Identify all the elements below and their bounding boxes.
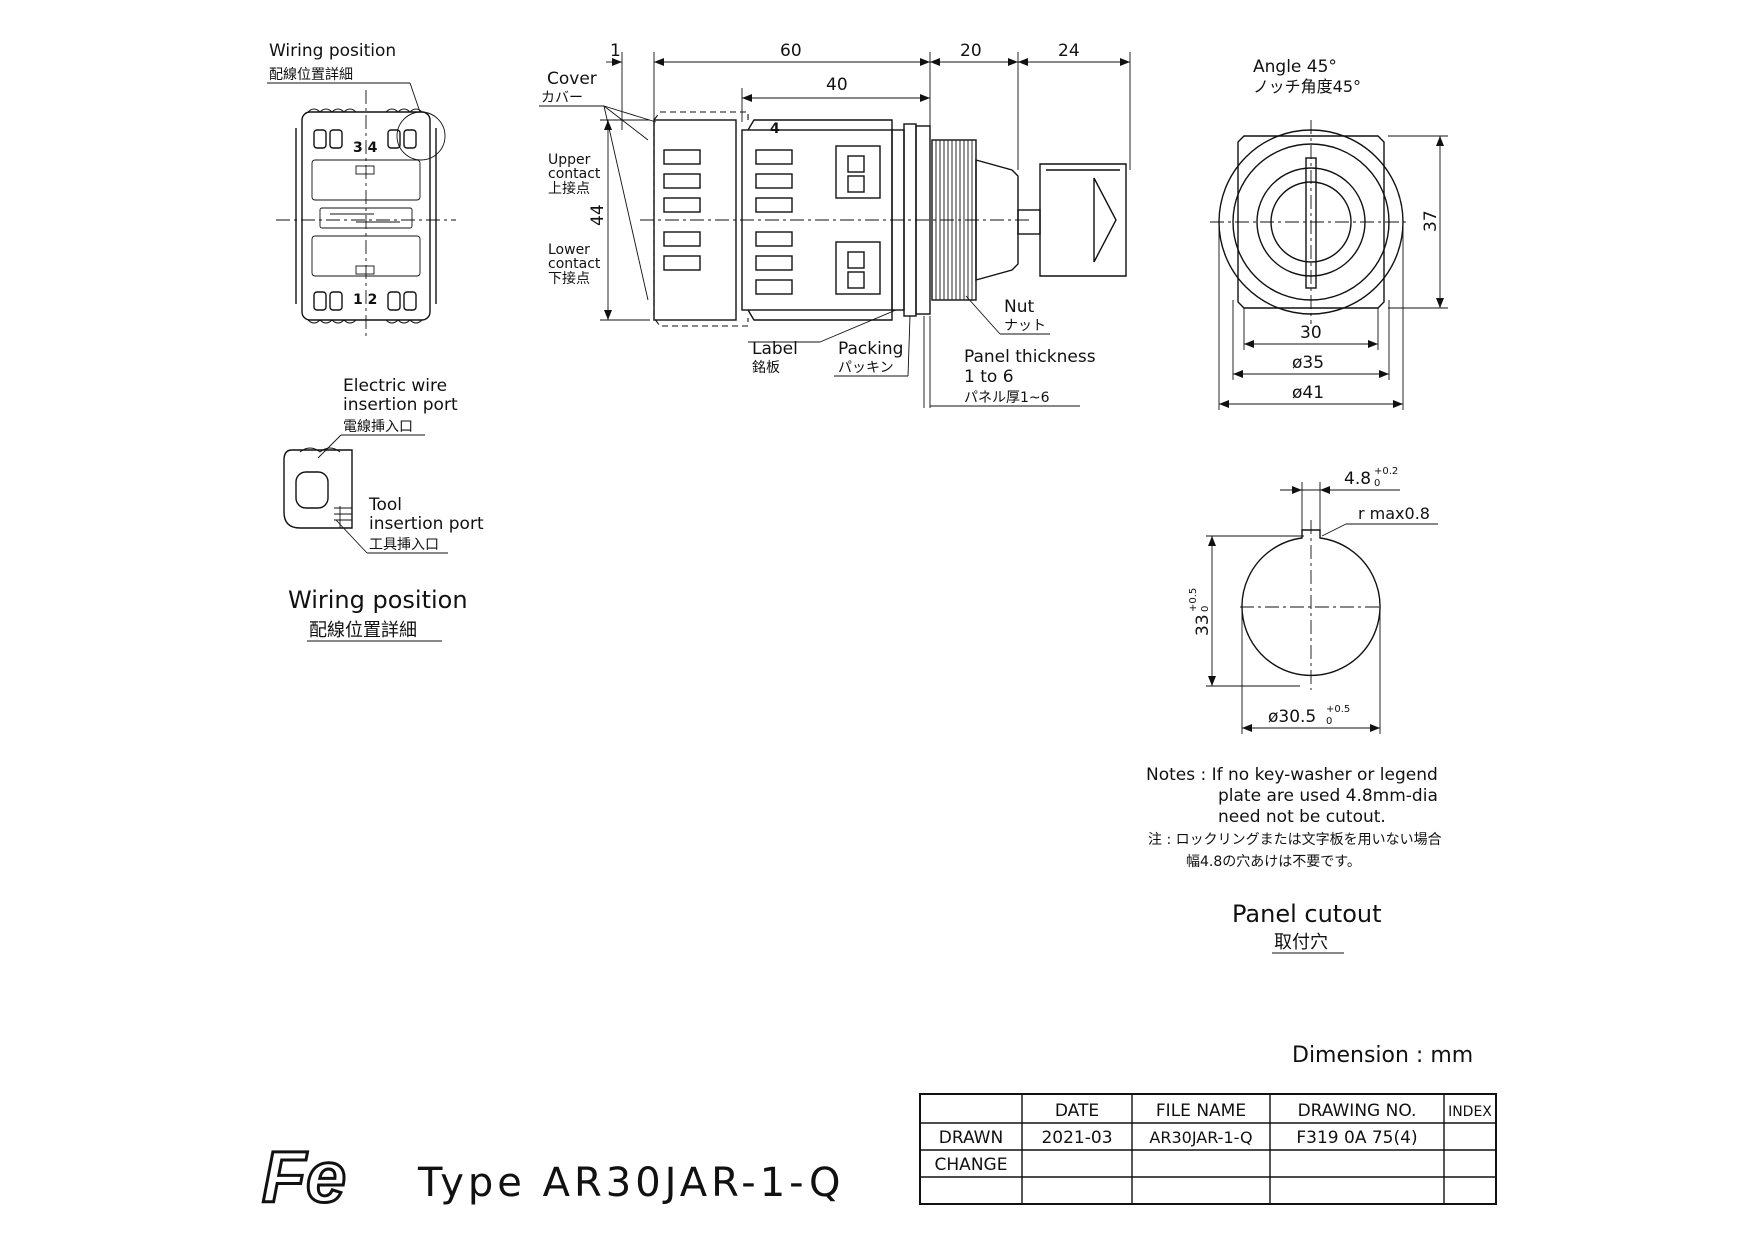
top-scallops xyxy=(307,108,423,113)
key-head xyxy=(1039,163,1127,277)
notes-en-1: Notes : If no key-washer or legend xyxy=(1146,765,1438,785)
tool-port-label-2: insertion port xyxy=(369,514,484,534)
header-index: INDEX xyxy=(1448,1104,1492,1120)
terminal-12-label: 1 2 xyxy=(353,292,377,308)
angle-label-jp: ノッチ角度45° xyxy=(1253,77,1361,96)
dim-4-8: 4.8 xyxy=(1344,469,1371,489)
terminal-34-label: 3 4 xyxy=(353,140,378,156)
row-drawn-date: 2021-03 xyxy=(1041,1128,1112,1148)
electric-wire-label-2: insertion port xyxy=(343,395,458,415)
dim-20: 20 xyxy=(960,41,982,61)
header-date: DATE xyxy=(1055,1101,1099,1121)
notes-en-2: plate are used 4.8mm-dia xyxy=(1218,786,1438,806)
side-view: 1 60 40 20 24 44 xyxy=(539,41,1131,408)
panel-thickness-label-jp: パネル厚1~6 xyxy=(964,390,1050,406)
dim-1: 1 xyxy=(610,41,621,61)
electric-wire-label-jp: 電線挿入口 xyxy=(343,419,413,435)
label-plate-en: Label xyxy=(752,339,798,359)
packing-label-en: Packing xyxy=(838,339,903,359)
dim-41: ø41 xyxy=(1292,383,1324,403)
dimension-unit: Dimension : mm xyxy=(1292,1043,1473,1068)
row-drawn-drawing-no: F319 0A 75(4) xyxy=(1296,1128,1417,1148)
tool-port-hole xyxy=(295,471,329,509)
dim-33-tol-lo: 0 xyxy=(1200,606,1211,612)
packing-label-jp: パッキン xyxy=(838,360,894,376)
angle-label-en: Angle 45° xyxy=(1253,57,1337,77)
panel-cutout-view: 4.8 +0.2 0 r max0.8 33 +0.5 0 ø30.5 +0.5… xyxy=(1188,466,1438,734)
header-file-name: FILE NAME xyxy=(1156,1101,1246,1121)
title-block: DATE FILE NAME DRAWING NO. INDEX DRAWN 2… xyxy=(919,1093,1497,1205)
notes-jp-2: 幅4.8の穴あけは不要です。 xyxy=(1186,854,1361,870)
panel-cutout-caption-jp: 取付穴 xyxy=(1274,932,1328,953)
notes-jp-1: 注 : ロックリングまたは文字板を用いない場合 xyxy=(1148,832,1442,848)
notes: Notes : If no key-washer or legend plate… xyxy=(1146,765,1442,870)
wiring-detail-label-jp: 配線位置詳細 xyxy=(269,67,353,83)
upper-contact-label-1: Upper xyxy=(548,152,591,168)
notes-en-3: need not be cutout. xyxy=(1218,807,1386,827)
row-drawn-label: DRAWN xyxy=(939,1128,1003,1148)
upper-terminal xyxy=(835,145,881,199)
wiring-caption-en: Wiring position xyxy=(288,586,468,614)
header-drawing-no: DRAWING NO. xyxy=(1298,1101,1417,1121)
bezel xyxy=(975,159,1019,281)
logo-text: Fe xyxy=(262,1138,346,1218)
nut-label-en: Nut xyxy=(1004,297,1034,317)
dim-4-8-tol-lo: 0 xyxy=(1374,478,1380,489)
dim-r-max: r max0.8 xyxy=(1358,504,1430,523)
tool-port-label-1: Tool xyxy=(368,495,402,515)
electric-wire-label-1: Electric wire xyxy=(343,376,447,396)
dim-33: 33 xyxy=(1193,614,1213,636)
lower-contact-label-jp: 下接点 xyxy=(548,270,590,287)
row-drawn-file: AR30JAR-1-Q xyxy=(1149,1128,1252,1147)
dim-24: 24 xyxy=(1058,41,1080,61)
tool-port-label-jp: 工具挿入口 xyxy=(369,537,439,553)
dim-33-tol-up: +0.5 xyxy=(1188,588,1199,612)
dim-44: 44 xyxy=(588,204,608,226)
dim-35: ø35 xyxy=(1292,353,1324,373)
upper-contact-label-jp: 上接点 xyxy=(548,180,590,197)
dim-30-5: ø30.5 xyxy=(1268,707,1316,727)
dim-37: 37 xyxy=(1421,210,1441,232)
cover-hidden-outline xyxy=(653,111,749,327)
cutout-outline xyxy=(1241,529,1381,677)
dim-30: 30 xyxy=(1300,323,1322,343)
lower-contact-label-2: contact xyxy=(548,256,601,272)
dim-4-8-tol-up: +0.2 xyxy=(1374,466,1398,477)
dim-60: 60 xyxy=(780,41,802,61)
lower-terminal xyxy=(835,241,881,295)
wiring-caption: Wiring position 配線位置詳細 xyxy=(288,586,468,642)
dim-30-5-tol-up: +0.5 xyxy=(1326,704,1350,715)
dim-40: 40 xyxy=(826,75,848,95)
panel-cutout-caption-en: Panel cutout xyxy=(1232,900,1382,928)
nut-label-jp: ナット xyxy=(1004,318,1046,334)
wiring-caption-jp: 配線位置詳細 xyxy=(309,620,417,641)
port-body xyxy=(283,449,353,529)
top-terminal-label: 4 xyxy=(770,121,780,137)
cover-label-jp: カバー xyxy=(541,90,583,106)
dim-30-5-tol-lo: 0 xyxy=(1326,716,1332,727)
wire-port-detail: Electric wire insertion port 電線挿入口 Tool … xyxy=(283,376,484,554)
bottom-scallops xyxy=(307,319,423,324)
type-label: Type AR30JAR-1-Q xyxy=(417,1160,845,1206)
panel-thickness-range: 1 to 6 xyxy=(964,367,1014,387)
panel-thickness-label-en: Panel thickness xyxy=(964,347,1096,367)
lower-contact-label-1: Lower xyxy=(548,242,590,258)
upper-contact-label-2: contact xyxy=(548,166,601,182)
panel-cutout-caption: Panel cutout 取付穴 xyxy=(1232,900,1382,954)
cover-label-en: Cover xyxy=(547,69,597,89)
leader-line xyxy=(409,82,421,113)
fuji-electric-logo: Fe xyxy=(261,1137,348,1220)
wiring-detail-view: Wiring position 配線位置詳細 3 4 1 2 xyxy=(267,41,456,340)
front-view: Angle 45° ノッチ角度45° 37 30 ø35 ø41 xyxy=(1210,57,1448,410)
wiring-detail-label-en: Wiring position xyxy=(269,41,396,61)
label-plate-jp: 銘板 xyxy=(752,360,780,376)
row-change-label: CHANGE xyxy=(935,1155,1008,1175)
key-shank xyxy=(1017,209,1041,235)
